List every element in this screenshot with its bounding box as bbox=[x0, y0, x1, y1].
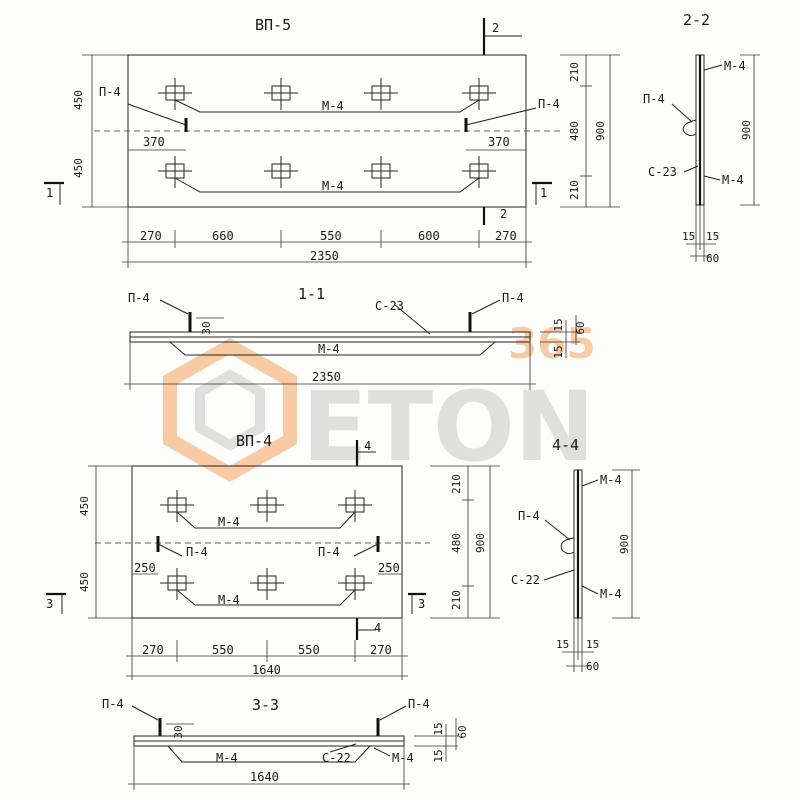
sec22-dim-thickness: 60 bbox=[706, 252, 719, 265]
watermark-top: 365 bbox=[508, 319, 596, 368]
vp4-outline bbox=[131, 465, 403, 619]
vp5-section-mark-bottom: 2 bbox=[500, 207, 507, 221]
panel-vp4: ВП-4 450 450 4 4 3 3 М-4 М bbox=[46, 432, 500, 680]
vp4-bottom-dim-3: 550 bbox=[298, 643, 320, 657]
sec33-label-plate-left: П-4 bbox=[102, 697, 124, 711]
sec22-label-plate: П-4 bbox=[643, 92, 665, 106]
sec22-dim-cover-left: 15 bbox=[682, 230, 695, 243]
vp5-inserts bbox=[158, 78, 496, 188]
sec33-label-mesh-right: М-4 bbox=[392, 751, 414, 765]
vp5-left-dim-bottom: 450 bbox=[72, 158, 85, 178]
sec33-dim-cover-top: 15 bbox=[432, 722, 445, 735]
watermark-logo-icon bbox=[163, 337, 297, 483]
vp5-plate-right: П-4 bbox=[538, 97, 560, 111]
vp4-bottom-dim-1: 270 bbox=[142, 643, 164, 657]
vp4-mesh-bottom: М-4 bbox=[218, 593, 240, 607]
sec11-label-plate-right: П-4 bbox=[502, 291, 524, 305]
vp4-inserts bbox=[160, 490, 372, 600]
sec44-label-mesh-bottom: М-4 bbox=[600, 587, 622, 601]
vp4-bottom-dim-4: 270 bbox=[370, 643, 392, 657]
sec33-label-plate-right: П-4 bbox=[408, 697, 430, 711]
vp5-left-dim-top: 450 bbox=[72, 90, 85, 110]
sec44-title: 4-4 bbox=[552, 436, 579, 454]
sec33-title: 3-3 bbox=[252, 696, 279, 714]
vp4-plate-left: П-4 bbox=[186, 545, 208, 559]
sec33-label-rebar: С-22 bbox=[322, 751, 351, 765]
sec11-dim-cover-bottom: 15 bbox=[552, 345, 565, 358]
watermark-main: ETON bbox=[302, 371, 595, 483]
sec22-dim-height: 900 bbox=[740, 120, 753, 140]
sec44-label-plate: П-4 bbox=[518, 509, 540, 523]
sec33-dim-total: 1640 bbox=[250, 770, 279, 784]
sec33-dim-cover-bottom: 15 bbox=[432, 749, 445, 762]
sec11-label-rebar: С-23 bbox=[375, 299, 404, 313]
vp4-edge-dim-left: 250 bbox=[134, 561, 156, 575]
vp5-edge-dim-left: 370 bbox=[143, 135, 165, 149]
vp5-mesh-bottom: М-4 bbox=[322, 179, 344, 193]
vp5-mesh-top: М-4 bbox=[322, 99, 344, 113]
vp5-cut-mark-right: 1 bbox=[540, 186, 547, 200]
section-2-2: 2-2 М-4 П-4 С-23 М-4 900 15 15 60 bbox=[643, 11, 760, 265]
sec11-dim-total: 2350 bbox=[312, 370, 341, 384]
vp4-edge-dim-right: 250 bbox=[378, 561, 400, 575]
watermark: ETON 365 bbox=[163, 319, 596, 483]
sec33-dim-thickness: 60 bbox=[456, 725, 469, 738]
vp5-bottom-dim-1: 270 bbox=[140, 229, 162, 243]
section-3-3: 3-3 30 П-4 П-4 М-4 С-22 М-4 15 60 15 164… bbox=[102, 696, 469, 790]
vp4-right-dim-total: 900 bbox=[474, 533, 487, 553]
sec22-dim-cover-right: 15 bbox=[706, 230, 719, 243]
sec44-dim-thickness: 60 bbox=[586, 660, 599, 673]
vp5-bottom-dim-2: 660 bbox=[212, 229, 234, 243]
vp4-left-dim-bottom: 450 bbox=[78, 572, 91, 592]
vp5-bottom-dim-5: 270 bbox=[495, 229, 517, 243]
vp4-right-dim-3: 210 bbox=[450, 590, 463, 610]
vp5-section-mark-top: 2 bbox=[492, 21, 499, 35]
vp4-cut-mark-right: 3 bbox=[418, 597, 425, 611]
sec22-label-mesh-bottom: М-4 bbox=[722, 173, 744, 187]
vp4-title: ВП-4 bbox=[236, 432, 272, 450]
sec11-title: 1-1 bbox=[298, 285, 325, 303]
sec22-title: 2-2 bbox=[683, 11, 710, 29]
vp5-right-dim-3: 210 bbox=[568, 180, 581, 200]
sec11-label-mesh: М-4 bbox=[318, 342, 340, 356]
sec11-dim-thickness: 60 bbox=[574, 321, 587, 334]
section-4-4: 4-4 М-4 П-4 С-22 М-4 900 15 15 60 bbox=[511, 436, 640, 673]
sec11-dim-cover-top: 15 bbox=[552, 318, 565, 331]
vp5-right-dim-total: 900 bbox=[594, 121, 607, 141]
sec33-dim-30: 30 bbox=[172, 725, 185, 738]
vp5-right-dim-1: 210 bbox=[568, 62, 581, 82]
vp4-plate-right: П-4 bbox=[318, 545, 340, 559]
section-1-1: 1-1 30 П-4 С-23 П-4 М-4 15 60 15 2350 bbox=[124, 285, 587, 390]
vp5-bottom-dim-3: 550 bbox=[320, 229, 342, 243]
vp5-cut-mark-left: 1 bbox=[46, 186, 53, 200]
sec44-label-rebar: С-22 bbox=[511, 573, 540, 587]
vp5-bottom-dim-4: 600 bbox=[418, 229, 440, 243]
vp5-edge-dim-right: 370 bbox=[488, 135, 510, 149]
vp4-right-dim-1: 210 bbox=[450, 474, 463, 494]
vp4-right-dim-2: 480 bbox=[450, 533, 463, 553]
sec44-label-mesh-top: М-4 bbox=[600, 473, 622, 487]
vp4-left-dim-top: 450 bbox=[78, 496, 91, 516]
vp5-right-dim-2: 480 bbox=[568, 121, 581, 141]
sec33-label-mesh-left: М-4 bbox=[216, 751, 238, 765]
panel-vp5: ВП-5 450 450 2 2 1 1 bbox=[44, 16, 620, 268]
sec11-dim-30: 30 bbox=[200, 321, 213, 334]
vp4-bottom-dim-2: 550 bbox=[212, 643, 234, 657]
vp5-title: ВП-5 bbox=[255, 16, 291, 34]
sec22-label-rebar: С-23 bbox=[648, 165, 677, 179]
vp4-bottom-dim-total: 1640 bbox=[252, 663, 281, 677]
sec11-label-plate-left: П-4 bbox=[128, 291, 150, 305]
vp5-bottom-dim-total: 2350 bbox=[310, 249, 339, 263]
sec22-label-mesh-top: М-4 bbox=[724, 59, 746, 73]
sec44-dim-height: 900 bbox=[618, 534, 631, 554]
vp4-section-mark-top: 4 bbox=[364, 439, 371, 453]
sec44-dim-cover-right: 15 bbox=[586, 638, 599, 651]
vp4-section-mark-bottom: 4 bbox=[374, 621, 381, 635]
vp4-mesh-top: М-4 bbox=[218, 515, 240, 529]
vp5-plate-left: П-4 bbox=[99, 85, 121, 99]
sec44-dim-cover-left: 15 bbox=[556, 638, 569, 651]
vp4-cut-mark-left: 3 bbox=[46, 597, 53, 611]
